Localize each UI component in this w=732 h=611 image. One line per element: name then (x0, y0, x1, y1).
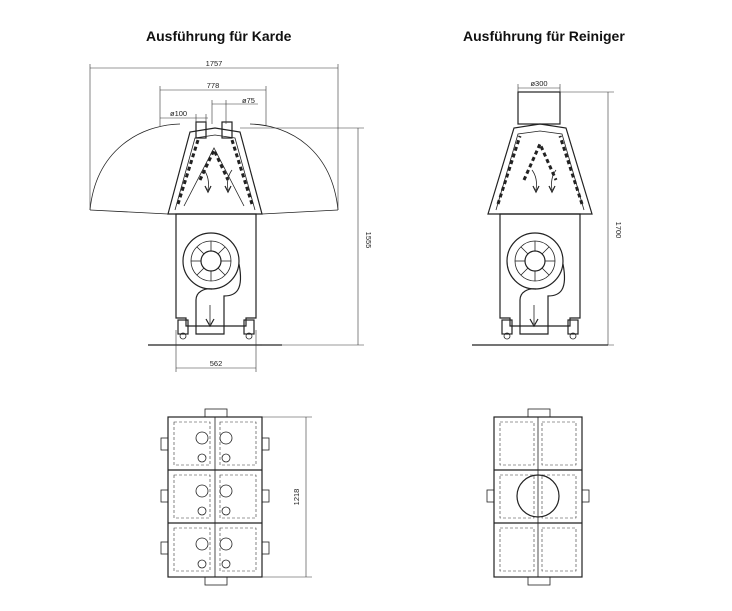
karde-side-view (89, 121, 339, 346)
karde-scroll-outlet (195, 263, 242, 335)
karde-inlet-left (195, 121, 207, 139)
dim-d75: ø75 (242, 96, 255, 105)
reiniger-housing (499, 213, 581, 327)
karde-housing (175, 213, 257, 327)
karde-inlet-right (221, 121, 233, 139)
dim-d100: ø100 (170, 109, 187, 118)
karde-hood (167, 127, 263, 215)
dim-1555: 1555 (364, 232, 373, 249)
dim-1218: 1218 (292, 489, 301, 506)
reiniger-scroll-outlet (519, 263, 566, 335)
dim-778: 778 (207, 81, 220, 90)
reiniger-hood (487, 123, 593, 215)
karde-plan-view: 1218 (160, 408, 312, 586)
reiniger-dimensions: ø300 1700 (517, 79, 623, 346)
reiniger-plan-view (486, 408, 590, 586)
dim-1757: 1757 (206, 59, 223, 68)
karde-swing-arc-left (89, 123, 181, 211)
karde-dimensions: 1757 778 ø75 ø100 1555 562 (89, 59, 373, 372)
title-karde: Ausführung für Karde (146, 28, 292, 44)
dim-562: 562 (210, 359, 223, 368)
reiniger-plan-inlet-circle (516, 474, 560, 518)
reiniger-inlet (517, 91, 561, 125)
dim-d300: ø300 (530, 79, 547, 88)
dim-1700: 1700 (614, 222, 623, 239)
title-reiniger: Ausführung für Reiniger (463, 28, 625, 44)
karde-swing-arc-right (249, 123, 339, 211)
reiniger-side-view (472, 91, 608, 346)
